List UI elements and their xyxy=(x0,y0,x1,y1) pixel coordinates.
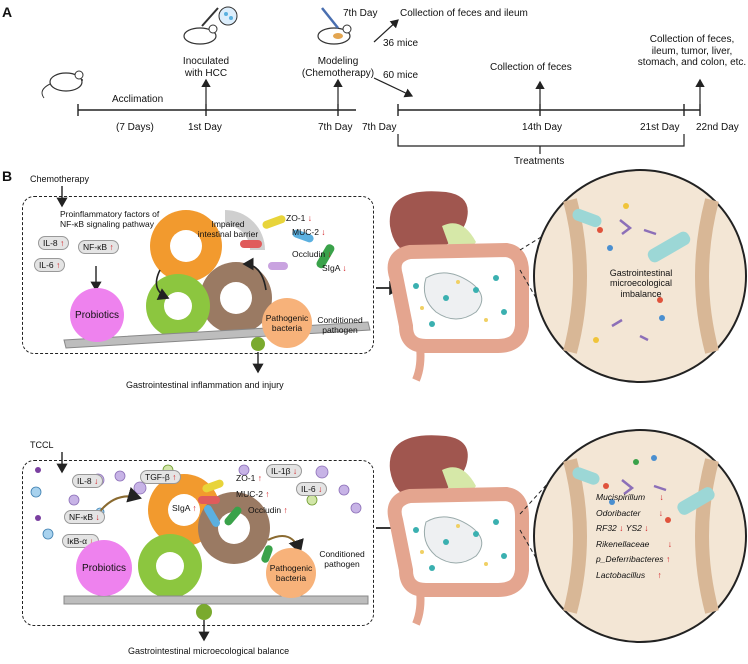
mouse-icon xyxy=(41,70,84,99)
zoom-circle-bottom xyxy=(533,429,747,643)
impaired-label: Impaired intestinal barrier xyxy=(197,219,259,239)
proinflammatory-label: Proinflammatory factors of NF-κB signali… xyxy=(60,209,160,229)
il6-badge: IL-6 ↑ xyxy=(34,258,66,272)
zo1-top: ZO-1 ↓ xyxy=(286,213,312,223)
day14-label: 14th Day xyxy=(522,122,563,133)
day22-label: 22nd Day xyxy=(696,122,739,133)
siga-bottom: SIgA ↑ xyxy=(172,503,197,513)
chemotherapy-label: Chemotherapy xyxy=(30,174,90,184)
bacteria-item: Rikenellaceae ↓ xyxy=(596,538,673,549)
panel-a-label: A xyxy=(2,4,13,20)
conditioned-top: Conditioned pathogen xyxy=(317,315,363,335)
gut-illustration-bottom xyxy=(387,435,529,626)
chemo-box xyxy=(22,196,374,354)
gear-orange-top xyxy=(150,210,222,282)
inoculated-label: Inoculated with HCC xyxy=(182,56,230,79)
muc2-top: MUC-2 ↓ xyxy=(292,227,326,237)
day7a-label: 7th Day xyxy=(318,122,353,133)
zo1-bottom: ZO-1 ↑ xyxy=(236,473,262,483)
il1b-badge: IL-1β ↓ xyxy=(266,464,303,478)
timeline-diagram xyxy=(41,6,705,154)
muc2-bottom: MUC-2 ↑ xyxy=(236,489,270,499)
day7b-label: 7th Day xyxy=(362,122,397,133)
collection-feces-ileum-label: Collection of feces and ileum xyxy=(400,8,528,19)
zoom-circle-top xyxy=(533,169,747,383)
treatments-label: Treatments xyxy=(514,156,565,167)
nfkb-badge-bottom: NF-κB ↓ xyxy=(64,510,105,524)
nfkb-badge: NF-κB ↑ xyxy=(78,240,119,254)
mice-60-label: 60 mice xyxy=(383,70,419,81)
mice-36-label: 36 mice xyxy=(383,38,419,49)
tccl-label: TCCL xyxy=(30,440,54,450)
bacteria-item: Odoribacter ↓ xyxy=(596,507,664,518)
day21-label: 21st Day xyxy=(640,122,680,133)
balance-label: Gastrointestinal microecological balance xyxy=(128,646,290,656)
occludin-bottom: Occludin ↑ xyxy=(248,505,288,515)
gear-green-top xyxy=(146,274,210,338)
bacteria-list: Mucispirillum ↓ Odoribacter ↓ RF32 ↓ YS2… xyxy=(596,490,672,583)
pathogenic-ball-bottom: Pathogenic bacteria xyxy=(266,548,316,598)
occludin-top: Occludin ↓ xyxy=(292,249,332,259)
mouse-tumor-icon xyxy=(317,7,352,45)
bacteria-item: Lactobacillus ↑ xyxy=(596,569,662,580)
imbalance-label: Gastrointestinal microecological imbalan… xyxy=(609,268,673,299)
probiotics-ball-top: Probiotics xyxy=(70,288,124,342)
modeling-label: Modeling (Chemotherapy) xyxy=(301,56,375,79)
day1-label: 1st Day xyxy=(188,122,222,133)
bacteria-item: Mucispirillum ↓ xyxy=(596,492,664,502)
acclimation-label: Acclimation xyxy=(112,94,164,105)
gear-brown-top xyxy=(200,262,272,334)
tccl-box xyxy=(22,460,374,626)
gear-green-bottom xyxy=(138,534,202,598)
pathogenic-ball-top: Pathogenic bacteria xyxy=(262,298,312,348)
days7-label: (7 Days) xyxy=(116,122,154,133)
gut-illustration-top xyxy=(387,191,529,382)
collection-all-label: Collection of feces, ileum, tumor, liver… xyxy=(637,34,747,68)
inflammation-label: Gastrointestinal inflammation and injury xyxy=(126,380,284,390)
siga-top: SIgA ↓ xyxy=(322,263,347,273)
modeling-day-label: 7th Day xyxy=(343,8,378,19)
il8-badge: IL-8 ↑ xyxy=(38,236,70,250)
il6-badge-bottom: IL-6 ↓ xyxy=(296,482,328,496)
mouse-syringe-icon xyxy=(183,6,238,45)
collection-feces-label: Collection of feces xyxy=(490,62,572,73)
bacteria-item: RF32 ↓ YS2 ↓ xyxy=(596,523,649,533)
bacteria-item: p_Deferribacteres ↑ xyxy=(596,554,671,564)
probiotics-ball-bottom: Probiotics xyxy=(76,540,132,596)
panel-b-label: B xyxy=(2,168,13,184)
tgfb-badge: TGF-β ↑ xyxy=(140,470,182,484)
conditioned-bottom: Conditioned pathogen xyxy=(319,549,365,569)
il8-badge-bottom: IL-8 ↓ xyxy=(72,474,104,488)
